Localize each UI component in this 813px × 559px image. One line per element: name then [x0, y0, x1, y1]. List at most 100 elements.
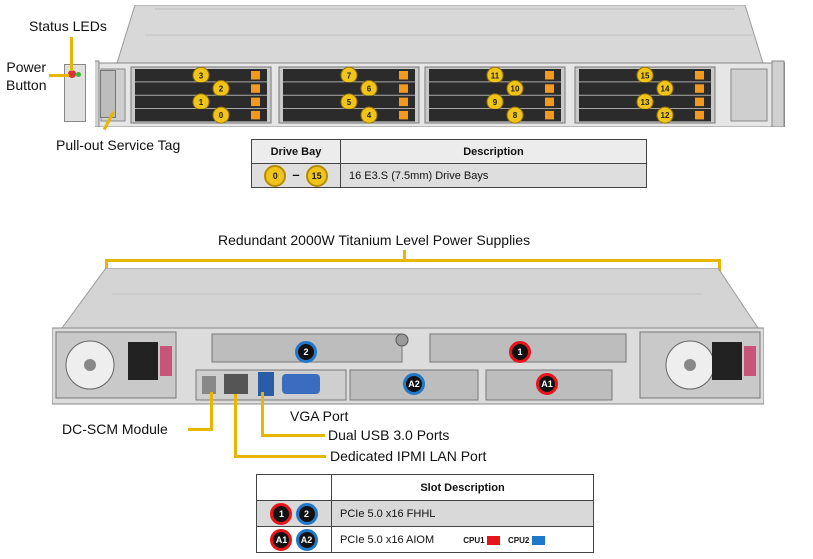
- drive-latch[interactable]: [399, 71, 408, 80]
- drive-sled[interactable]: [283, 108, 415, 122]
- slot-fhhl-description: PCIe 5.0 x16 FHHL: [331, 500, 594, 527]
- usb-leader-v: [261, 392, 264, 436]
- psu-label: Redundant 2000W Titanium Level Power Sup…: [218, 232, 531, 248]
- drive-bay-number: 14: [661, 85, 670, 94]
- drive-bay-number: 2: [219, 85, 224, 94]
- drive-latch[interactable]: [545, 97, 554, 107]
- drive-bay-number: 1: [199, 98, 204, 107]
- bay-range-separator: –: [292, 166, 300, 182]
- drive-bay-number: 5: [347, 98, 352, 107]
- drive-bay-badge: [656, 106, 674, 124]
- dcscm-leader-v: [210, 392, 213, 431]
- usb-ports-label: Dual USB 3.0 Ports: [328, 427, 450, 443]
- usb-leader-h: [261, 434, 325, 437]
- bay-range-start-badge: 0: [264, 164, 287, 187]
- table-row: A1 A2 PCIe 5.0 x16 AIOM CPU1 CPU2: [256, 526, 594, 553]
- drive-bay-number: 6: [367, 85, 372, 94]
- drive-latch[interactable]: [545, 84, 554, 93]
- drive-latch[interactable]: [399, 84, 408, 93]
- drive-latch[interactable]: [545, 110, 554, 120]
- drive-bay-badge: [506, 106, 524, 124]
- slot-a2-badge: A2: [295, 528, 318, 551]
- slot-aiom-badges: A1 A2: [256, 526, 332, 553]
- slot-badge-header-cell: [256, 474, 332, 501]
- drive-latch[interactable]: [695, 71, 704, 80]
- drive-bay-badge: [212, 106, 230, 124]
- status-leds-label: Status LEDs: [29, 18, 107, 34]
- slot-aiom-description: PCIe 5.0 x16 AIOM CPU1 CPU2: [331, 526, 594, 553]
- drive-bay-number: 8: [513, 111, 518, 120]
- status-leds-leader: [70, 37, 73, 71]
- drive-sled[interactable]: [579, 82, 711, 95]
- drive-latch[interactable]: [399, 110, 408, 120]
- drive-latch[interactable]: [695, 84, 704, 93]
- ipmi-lan-label: Dedicated IPMI LAN Port: [330, 448, 487, 464]
- slot-fhhl-badges: 1 2: [256, 500, 332, 527]
- drive-bay-number: 13: [641, 98, 650, 107]
- drive-sled[interactable]: [429, 108, 561, 122]
- cpu1-swatch: [486, 535, 500, 545]
- drive-bay-number: 12: [661, 111, 670, 120]
- drive-latch[interactable]: [251, 110, 260, 120]
- rear-slot-2-badge: 2: [295, 341, 317, 363]
- cpu1-legend-label: CPU1: [463, 535, 485, 545]
- drive-latch[interactable]: [251, 97, 260, 107]
- power-button-leader: [49, 74, 69, 77]
- bay-range-end-badge: 15: [305, 164, 328, 187]
- power-button-icon: [68, 70, 76, 78]
- drive-bay-number: 3: [199, 71, 204, 80]
- drive-bay-number: 4: [367, 111, 372, 120]
- drive-sled[interactable]: [135, 82, 267, 95]
- drive-latch[interactable]: [545, 71, 554, 80]
- drive-bay-number: 9: [493, 98, 498, 107]
- ipmi-leader-h: [234, 455, 326, 458]
- drive-latch[interactable]: [251, 84, 260, 93]
- drive-sled[interactable]: [283, 82, 415, 95]
- drive-latch[interactable]: [399, 97, 408, 107]
- slot-2-badge: 2: [295, 502, 318, 525]
- drive-sled[interactable]: [579, 108, 711, 122]
- service-tag-label: Pull-out Service Tag: [56, 137, 181, 153]
- drive-bay-number: 10: [511, 85, 520, 94]
- drive-bay-range-cell: 0 – 15: [251, 163, 341, 188]
- description-header: Description: [340, 139, 647, 164]
- dcscm-label: DC-SCM Module: [62, 421, 168, 437]
- status-led: [76, 72, 81, 77]
- drive-bay-number: 7: [347, 71, 352, 80]
- psu-leader-center: [403, 250, 406, 260]
- slot-description-table: Slot Description 1 2 PCIe 5.0 x16 FHHL A…: [256, 474, 594, 553]
- cpu2-swatch: [531, 535, 545, 545]
- drive-bay-number: 11: [491, 71, 500, 80]
- slot-aiom-text: PCIe 5.0 x16 AIOM: [340, 533, 435, 546]
- service-tag-slot: [100, 70, 116, 118]
- drive-bay-header: Drive Bay: [251, 139, 341, 164]
- slot-1-badge: 1: [270, 502, 293, 525]
- drive-bay-badge: [360, 106, 378, 124]
- drive-bay-table: Drive Bay Description 0 – 15 16 E3.S (7.…: [251, 139, 647, 188]
- cpu2-legend: CPU2: [508, 536, 545, 545]
- drive-latch[interactable]: [695, 97, 704, 107]
- rear-slot-a2-badge: A2: [403, 373, 425, 395]
- drive-bay-number: 15: [641, 71, 650, 80]
- drive-bay-number: 0: [219, 111, 224, 120]
- slot-a1-badge: A1: [270, 528, 293, 551]
- drive-latch[interactable]: [251, 71, 260, 80]
- power-button-label-line2: Button: [6, 77, 47, 93]
- rear-slot-a1-badge: A1: [536, 373, 558, 395]
- power-button-label-line1: Power: [6, 59, 47, 75]
- cpu1-legend: CPU1: [463, 536, 502, 545]
- vga-port-label: VGA Port: [290, 408, 349, 424]
- rear-slot-1-badge: 1: [509, 341, 531, 363]
- power-button-label: Power Button: [6, 58, 46, 94]
- drive-sled[interactable]: [135, 108, 267, 122]
- slot-description-header: Slot Description: [331, 474, 594, 501]
- cpu2-legend-label: CPU2: [508, 535, 530, 545]
- drive-sled[interactable]: [429, 82, 561, 95]
- ipmi-leader-v: [234, 394, 237, 457]
- dcscm-leader-h: [188, 428, 212, 431]
- drive-bay-description: 16 E3.S (7.5mm) Drive Bays: [340, 163, 647, 188]
- psu-leader-top: [105, 259, 721, 262]
- table-row: 1 2 PCIe 5.0 x16 FHHL: [256, 500, 594, 527]
- drive-latch[interactable]: [695, 110, 704, 120]
